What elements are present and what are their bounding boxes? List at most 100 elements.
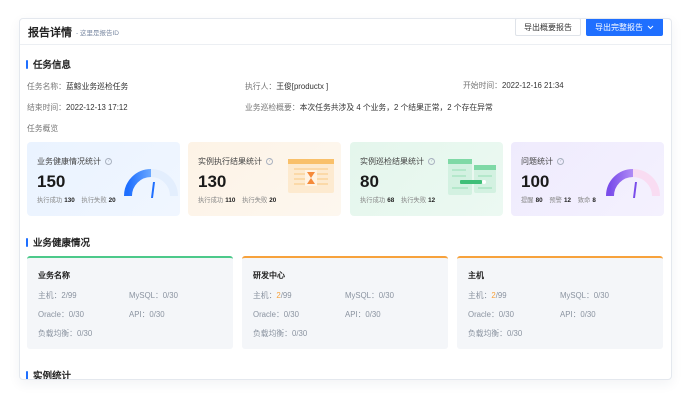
section-instance-stats: 实例统计	[26, 368, 72, 380]
sub-value: 12	[428, 197, 436, 204]
business-card[interactable]: 主机 主机：2/99 MySQL：0/30 Oracle：0/30 API：0/…	[457, 256, 663, 349]
section-business-health: 业务健康情况	[26, 235, 90, 249]
section-title-text: 业务健康情况	[33, 238, 91, 249]
host-value: 2/99	[61, 291, 77, 300]
section-bar	[26, 370, 28, 379]
help-icon[interactable]: ?	[105, 158, 112, 165]
executor-label: 执行人：	[245, 82, 277, 91]
section-title-text: 实例统计	[33, 371, 72, 380]
business-card[interactable]: 业务名称 主机：2/99 MySQL：0/30 Oracle：0/30 API：…	[27, 256, 233, 349]
oracle-count: Oracle：0/30	[468, 310, 514, 319]
export-summary-button[interactable]: 导出概要报告	[515, 19, 581, 36]
stat-value: 130	[198, 172, 227, 191]
business-card[interactable]: 研发中心 主机：2/99 MySQL：0/30 Oracle：0/30 API：…	[242, 256, 448, 349]
mysql-count: MySQL：0/30	[345, 291, 394, 300]
business-name: 主机	[468, 271, 484, 280]
stat-title-text: 实例执行结果统计	[198, 157, 262, 166]
sub-label: 致命	[577, 197, 591, 204]
executor: 执行人：王俊[productx ]	[245, 81, 328, 92]
sub-label: 执行成功	[37, 197, 63, 204]
sub-value: 20	[108, 197, 116, 204]
sub-label: 执行失败	[242, 197, 268, 204]
inspection-summary: 业务巡检概要：本次任务共涉及 4 个业务，2 个结果正常，2 个存在异常	[245, 102, 493, 113]
load-balancer-count: 负载均衡：0/30	[38, 329, 93, 338]
oracle-count: Oracle：0/30	[38, 310, 84, 319]
hourglass-window-icon	[288, 159, 334, 193]
end-time-label: 结束时间：	[27, 103, 66, 112]
gauge-icon	[606, 169, 660, 198]
host-count: 主机：2/99	[38, 290, 77, 301]
task-name: 任务名称：蓝鲸业务巡检任务	[27, 81, 128, 92]
sub-value: 12	[563, 197, 571, 204]
mysql-count: MySQL：0/30	[560, 291, 609, 300]
host-value: /99	[495, 291, 507, 300]
report-id-subtitle: - 这里是报告ID	[76, 29, 119, 37]
host-label: 主机：	[253, 291, 277, 300]
task-name-value: 蓝鲸业务巡检任务	[65, 82, 129, 91]
sub-label: 提醒	[521, 197, 534, 204]
header-actions: 导出概要报告 导出完整报告	[515, 19, 663, 36]
sub-label: 执行成功	[198, 197, 224, 204]
stat-title-text: 问题统计	[521, 157, 553, 166]
sub-value: 80	[535, 197, 543, 204]
start-time-label: 开始时间：	[463, 81, 502, 90]
host-count: 主机：2/99	[468, 290, 507, 301]
report-detail-card: 报告详情 - 这里是报告ID 导出概要报告 导出完整报告 任务信息 任务名称：蓝…	[19, 18, 672, 380]
stat-value: 100	[521, 172, 550, 191]
business-name: 研发中心	[253, 271, 285, 280]
host-highlight: 2	[491, 291, 496, 300]
stat-title: 问题统计?	[521, 156, 564, 167]
summary-label: 业务巡检概要：	[245, 103, 300, 112]
help-icon[interactable]: ?	[557, 158, 564, 165]
load-balancer-count: 负载均衡：0/30	[468, 329, 523, 338]
host-value: /99	[280, 291, 292, 300]
task-name-label: 任务名称：	[27, 82, 66, 91]
sub-label: 执行成功	[360, 197, 386, 204]
end-time: 结束时间：2022-12-13 17:12	[27, 102, 128, 113]
sub-label: 执行失败	[81, 197, 107, 204]
host-highlight: 2	[276, 291, 281, 300]
stat-title: 实例巡检结果统计?	[360, 156, 435, 167]
oracle-count: Oracle：0/30	[253, 310, 299, 319]
summary-value: 本次任务共涉及 4 个业务，2 个结果正常，2 个存在异常	[299, 103, 493, 112]
sub-value: 110	[225, 197, 236, 204]
stat-value: 80	[360, 172, 379, 191]
page-title: 报告详情	[28, 26, 72, 39]
load-balancer-count: 负载均衡：0/30	[253, 329, 308, 338]
host-label: 主机：	[38, 291, 62, 300]
api-count: API：0/30	[560, 310, 596, 319]
start-time-value: 2022-12-16 21:34	[501, 81, 564, 90]
stat-title: 实例执行结果统计?	[198, 156, 273, 167]
mysql-count: MySQL：0/30	[129, 291, 178, 300]
stat-title-text: 实例巡检结果统计	[360, 157, 424, 166]
stat-title: 业务健康情况统计?	[37, 156, 112, 167]
card-header: 报告详情 - 这里是报告ID 导出概要报告 导出完整报告	[20, 19, 671, 45]
help-icon[interactable]: ?	[266, 158, 273, 165]
sub-value: 8	[592, 197, 596, 204]
sub-value: 130	[64, 197, 75, 204]
section-title-text: 任务信息	[33, 60, 72, 71]
export-full-button[interactable]: 导出完整报告	[586, 19, 663, 36]
executor-value: 王俊[productx ]	[276, 82, 329, 91]
help-icon[interactable]: ?	[428, 158, 435, 165]
section-task-info: 任务信息	[26, 57, 71, 71]
stat-value: 150	[37, 172, 66, 191]
sub-label: 执行失败	[400, 197, 427, 204]
chevron-down-icon	[647, 25, 654, 29]
stat-title-text: 业务健康情况统计	[37, 157, 101, 166]
start-time: 开始时间：2022-12-16 21:34	[463, 80, 564, 91]
business-name: 业务名称	[38, 271, 70, 280]
sub-label: 预警	[549, 197, 562, 204]
end-time-value: 2022-12-13 17:12	[65, 103, 128, 112]
section-bar	[26, 59, 28, 69]
task-overview-label: 任务概览	[27, 124, 59, 133]
section-bar	[26, 237, 28, 247]
